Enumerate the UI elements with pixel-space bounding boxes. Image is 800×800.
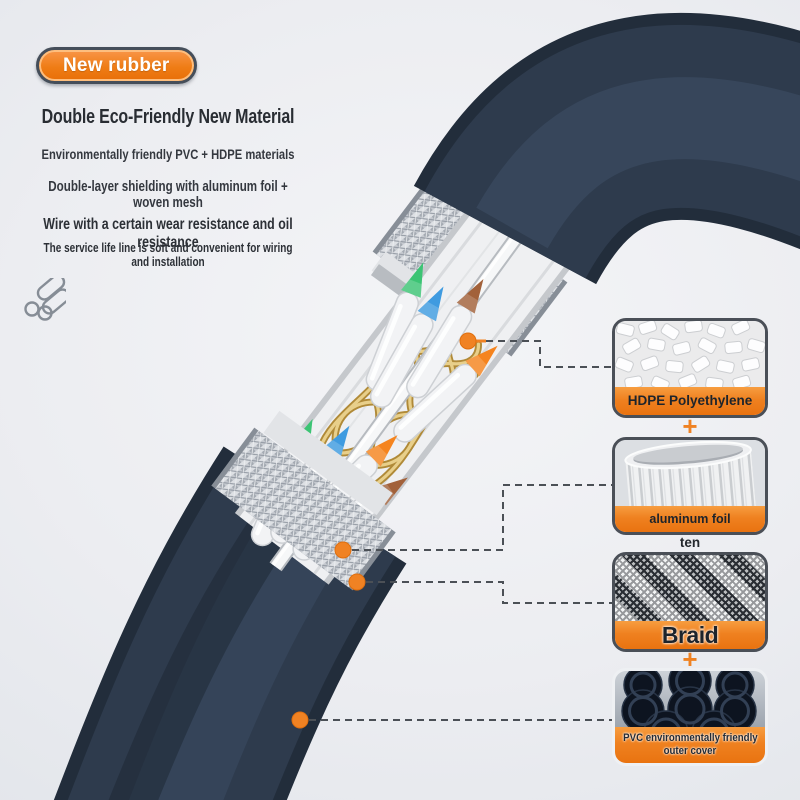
hdpe-label: HDPE Polyethylene [627,393,753,409]
pvc-label-line1: PVC environmentally friendly [622,732,758,745]
feature-line-1: Environmentally friendly PVC + HDPE mate… [41,146,295,162]
braid-label-bar: Braid [615,621,765,649]
pvc-tubes-image [615,671,765,733]
feature-line-4: The service life line is soft and conven… [43,241,293,269]
aluminum-foil-image [615,440,765,512]
hdpe-pellets-image [615,321,765,393]
pellets-icon [24,278,66,321]
plus-separator-1: + [682,411,698,441]
connector-line-foil [352,484,612,551]
connector-dot-pvc [291,711,309,729]
connector-dot-braid [348,573,366,591]
new-rubber-badge: New rubber [36,47,197,84]
ten-label: ten [679,535,701,550]
feature-line-2: Double-layer shielding with aluminum foi… [48,179,288,211]
connector-line-braid [366,581,612,604]
badge-label: New rubber [63,54,170,76]
main-heading: Double Eco-Friendly New Material [41,106,295,128]
callout-card-hdpe: HDPE Polyethylene [612,318,768,418]
callout-card-pvc: PVC environmentally friendly outer cover [612,668,768,766]
braid-collar-bottom [211,410,396,591]
connector-dots [291,332,477,729]
pvc-label-line2: outer cover [663,745,717,757]
connector-dot-foil [334,541,352,559]
cable-jacket-top [413,12,800,286]
callout-card-braid: Braid [612,552,768,652]
braid-label: Braid [661,621,719,648]
callout-connectors [309,339,612,721]
aluminum-foil-label-bar: aluminum foil [615,506,765,532]
connector-line-hdpe [486,340,612,368]
feature-line-3: Wire with a certain wear resistance and … [43,216,293,251]
callout-card-aluminum-foil: aluminum foil [612,437,768,535]
hdpe-label-bar: HDPE Polyethylene [615,387,765,415]
plus-separator-2: + [682,644,698,674]
braid-mesh-image [615,555,765,621]
aluminum-foil-label: aluminum foil [649,511,731,526]
connector-dot-hdpe [459,332,477,350]
pvc-label-bar: PVC environmentally friendly outer cover [615,727,765,763]
